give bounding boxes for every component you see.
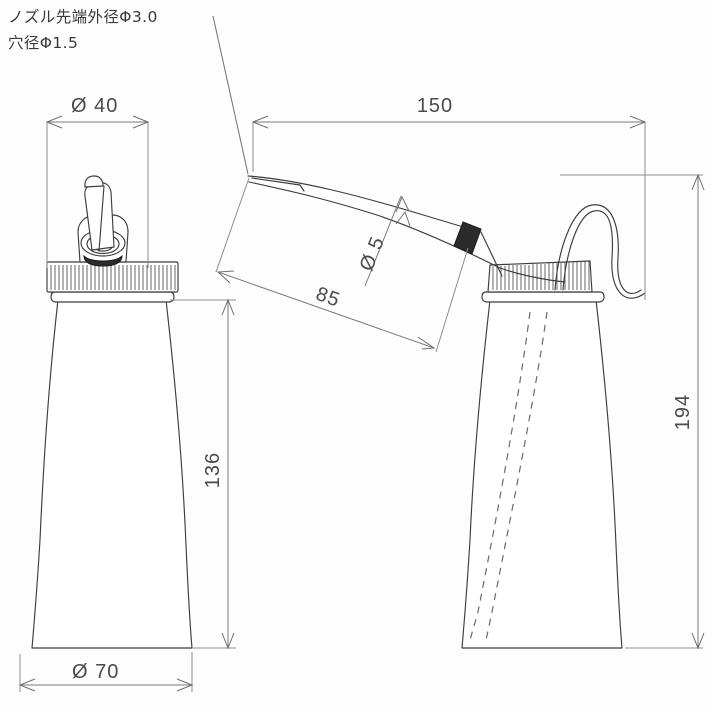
total-height-label: 194 (672, 394, 694, 430)
dimension-overall-length: 150 (251, 95, 647, 300)
note-leader-line (212, 15, 249, 175)
right-hook-handle (554, 204, 646, 299)
cap-diameter-label: Ø 40 (71, 95, 118, 117)
body-height-label: 136 (202, 452, 224, 488)
dimension-body-height: 136 (170, 298, 236, 650)
right-dip-tube-hidden (469, 311, 548, 641)
right-spout-band (453, 221, 482, 255)
dimension-base-diameter: Ø 70 (18, 652, 194, 692)
overall-length-label: 150 (417, 95, 453, 117)
right-spout-collar (480, 231, 503, 277)
dimension-cap-diameter: Ø 40 (45, 95, 150, 268)
base-diameter-label: Ø 70 (72, 661, 119, 683)
left-neck-collar (50, 291, 175, 303)
right-bottle-body (461, 299, 623, 649)
note-line-2: 穴径Φ1.5 (8, 34, 78, 52)
right-spout-tip-detail (251, 177, 305, 192)
left-nozzle-tip (84, 175, 104, 188)
right-cap-knurling (492, 261, 590, 290)
note-line-1: ノズル先端外径Φ3.0 (8, 8, 158, 26)
right-oiler-view (247, 175, 646, 649)
right-cap (487, 260, 593, 293)
dimension-nozzle-bore: Ø 5 (356, 195, 411, 287)
left-oiler-view (31, 175, 193, 649)
right-spout-upper-edge (247, 175, 471, 230)
left-spout-seal (83, 254, 123, 267)
right-neck-collar (481, 291, 605, 303)
dimension-total-height: 194 (560, 173, 705, 650)
right-spout-base (499, 267, 566, 283)
left-bottle-body (31, 299, 193, 649)
nozzle-bore-label: Ø 5 (356, 233, 390, 274)
left-nozzle-inner-line (98, 185, 105, 252)
left-cap-knurling (50, 265, 176, 290)
